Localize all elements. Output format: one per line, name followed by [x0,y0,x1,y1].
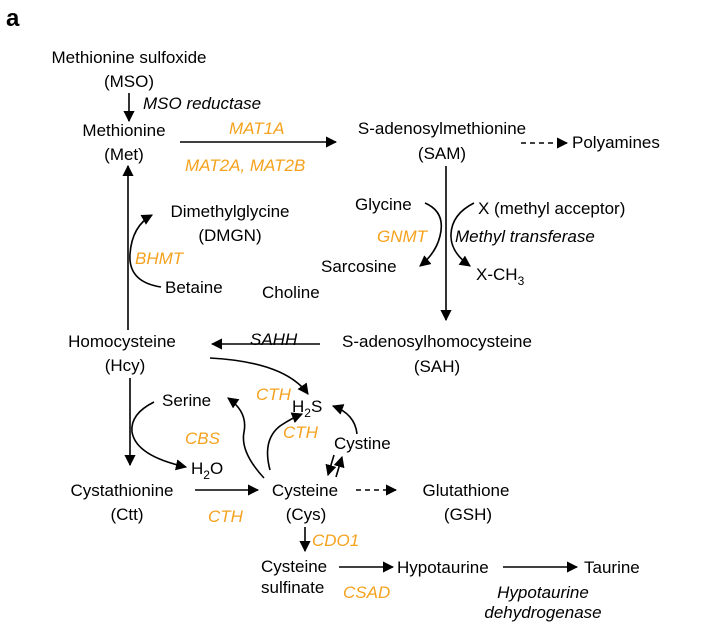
arrow-cys-to-cystine [333,455,345,478]
cys-abbr: (Cys) [286,505,327,524]
arrow-glycine-to-sarcosine [419,202,443,267]
sam-abbr: (SAM) [418,144,466,163]
x-ch3-label: X-CH3 [476,265,525,288]
dmg-abbr: (DMGN) [198,226,261,245]
sah-name: S-adenosylhomocysteine [342,332,532,351]
sarcosine-label: Sarcosine [321,257,397,276]
h2s-label: H2S [292,397,322,420]
hcy-abbr: (Hcy) [105,356,146,375]
serine-label: Serine [162,391,211,410]
h2o-label: H2O [191,459,223,482]
taurine-label: Taurine [584,558,640,577]
arrow-hcy-to-h2s [209,357,309,395]
betaine-label: Betaine [165,278,223,297]
cys-sulfinate-line1: Cysteine [261,557,327,576]
cys-sulfinate-line2: sulfinate [261,578,324,597]
hcy-name: Homocysteine [68,332,176,351]
sah-abbr: (SAH) [414,357,460,376]
met-abbr: (Met) [104,145,144,164]
cdo1-label: CDO1 [312,531,359,550]
polyamines-label: Polyamines [572,133,660,152]
cth-bottom-label: CTH [208,507,244,526]
mso-reductase-label: MSO reductase [143,94,261,113]
mso-abbr: (MSO) [104,72,154,91]
ctt-name: Cystathionine [70,481,173,500]
methyl-transferase-label: Methyl transferase [455,227,595,246]
glutathione-abbr: (GSH) [444,505,492,524]
mat1a-label: MAT1A [229,119,284,138]
methyl-acceptor-label: X (methyl acceptor) [478,199,625,218]
bhmt-label: BHMT [135,249,185,268]
sahh-label: SAHH [250,330,298,349]
ctt-abbr: (Ctt) [110,505,143,524]
hypotaurine-dh-line1: Hypotaurine [497,583,589,602]
mso-name: Methionine sulfoxide [52,48,207,67]
mat2-label: MAT2A, MAT2B [185,156,305,175]
gnmt-label: GNMT [377,227,429,246]
cystine-label: Cystine [334,434,391,453]
arrow-cystine-to-h2s [331,404,358,435]
arrow-acceptor-to-xch3 [450,202,475,267]
choline-label: Choline [262,283,320,302]
cth-mid-label: CTH [283,423,319,442]
arrow-cystine-to-cys [325,454,337,477]
panel-label: a [6,5,20,32]
arrow-cys-to-h2s [266,412,304,471]
met-name: Methionine [82,121,165,140]
csad-label: CSAD [343,583,390,602]
arrow-betaine-to-dmg [129,214,162,288]
glutathione-name: Glutathione [423,481,510,500]
arrow-to-serine [227,397,265,479]
hypotaurine-label: Hypotaurine [397,558,489,577]
cbs-label: CBS [185,429,221,448]
glycine-label: Glycine [355,195,412,214]
dmg-name: Dimethylglycine [170,202,289,221]
hypotaurine-dh-line2: dehydrogenase [484,603,601,622]
sam-name: S-adenosylmethionine [358,119,526,138]
arrow-serine-to-h2o [131,401,188,471]
cys-name: Cysteine [272,481,338,500]
cth-top-label: CTH [256,385,292,404]
